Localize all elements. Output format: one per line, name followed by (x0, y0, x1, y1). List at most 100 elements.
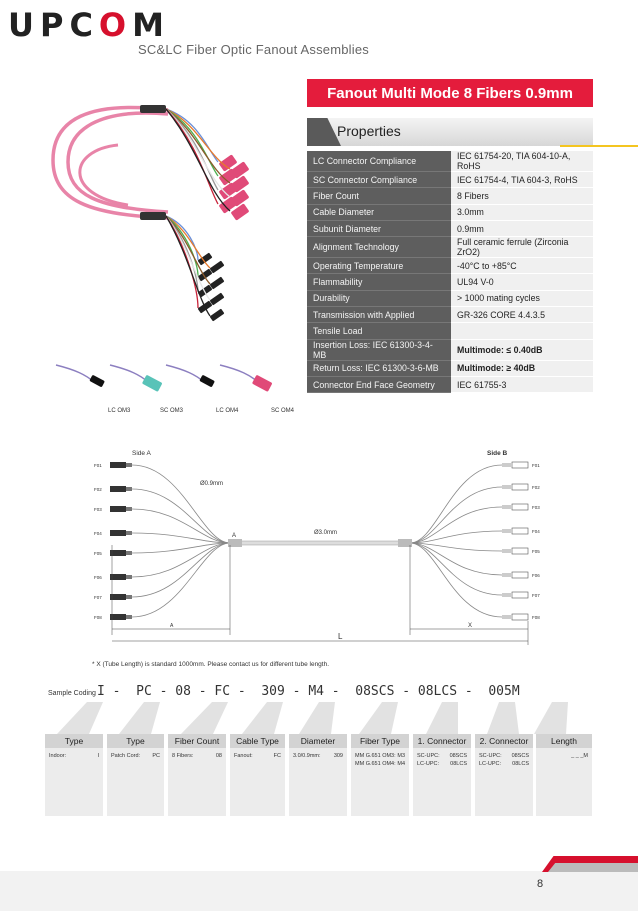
property-key: Transmission with Applied (307, 306, 451, 324)
right-fiber-line (409, 486, 503, 544)
right-connector (511, 591, 529, 599)
coding-option-code: 309 (333, 753, 343, 759)
coding-connector (534, 702, 568, 734)
coding-connector (242, 702, 283, 734)
left-fiber-line (131, 464, 231, 544)
fiber-strand (165, 215, 211, 285)
sc-connector (219, 182, 237, 200)
right-fiber-line (409, 542, 503, 552)
coding-option-code: _ _ _M (571, 753, 588, 759)
left-port-label: F05 (94, 551, 102, 556)
right-fiber-line (409, 464, 503, 544)
left-connector (110, 574, 126, 580)
sample-fiber (219, 364, 259, 383)
coding-option-row: SC-UPC: 08SCS (479, 752, 529, 760)
left-port-label: F07 (94, 595, 102, 600)
property-value (451, 322, 593, 340)
fiber-strand (165, 108, 231, 198)
property-key: Cable Diameter (307, 204, 451, 221)
right-connector (511, 503, 529, 511)
fiber-strand (165, 215, 211, 317)
coding-option-label: Patch Cord: (111, 753, 141, 759)
sample-connector (142, 375, 162, 392)
property-key: Insertion Loss: IEC 61300-3-4-MB (307, 339, 451, 361)
footer-bar (0, 871, 638, 911)
lc-connector (209, 260, 225, 274)
property-key: SC Connector Compliance (307, 171, 451, 189)
coding-connector (57, 702, 103, 734)
coding-connector (299, 702, 335, 734)
left-port-label: F01 (94, 463, 102, 468)
sample-fiber (165, 364, 205, 383)
left-fiber-line (131, 542, 231, 618)
right-breakout (398, 539, 412, 547)
right-port-label: F08 (532, 615, 540, 620)
coding-option-code: 08SCS (511, 753, 529, 759)
lc-connector (209, 276, 225, 290)
coding-group-title: Cable Type (230, 734, 285, 748)
coding-group-body: Indoor:I (45, 748, 103, 816)
coding-group-title: Type (45, 734, 103, 748)
property-key: Return Loss: IEC 61300-3-6-MB (307, 360, 451, 377)
left-fiber-line (131, 542, 231, 554)
coding-option-code: M4 (397, 761, 405, 767)
sc-connector (219, 196, 237, 214)
property-value: -40°C to +85°C (451, 257, 593, 275)
side-a-label: Side A (132, 450, 151, 457)
coding-option-label: SC-UPC: (479, 753, 502, 759)
coding-option-row: 8 Fibers:08 (172, 752, 222, 760)
coding-option-row: 3.0/0.9mm: 309 (293, 752, 343, 760)
lc-connector (209, 292, 225, 306)
property-key: Flammability (307, 273, 451, 291)
coding-connector (119, 702, 160, 734)
side-b-label: Side B (487, 450, 508, 457)
fanout-body (140, 105, 166, 113)
coding-option-row: LC-UPC:08LCS (479, 760, 529, 768)
property-value: > 1000 mating cycles (451, 290, 593, 308)
coding-group-title: Diameter (289, 734, 347, 748)
lc-connector (197, 268, 213, 282)
property-value: IEC 61754-20, TIA 604-10-A, RoHS (451, 151, 593, 172)
right-fiber-line (409, 542, 503, 576)
right-port-label: F02 (532, 485, 540, 490)
coding-option-row: Fanout:FC (234, 752, 281, 760)
coding-option-label: 3.0/0.9mm: (293, 753, 321, 759)
property-value: Multimode: ≥ 40dB (451, 360, 593, 377)
property-key: LC Connector Compliance (307, 151, 451, 172)
coding-option-label: SC-UPC: (417, 753, 440, 759)
right-port-label: F04 (532, 529, 540, 534)
property-value: 0.9mm (451, 220, 593, 238)
fiber-strand (165, 108, 231, 212)
coding-connector (181, 702, 228, 734)
right-connector (511, 613, 529, 621)
left-connector-boot (126, 575, 132, 579)
subunit-diameter-label: Ø0.9mm (200, 481, 223, 487)
coding-group-title: 1. Connector (413, 734, 471, 748)
lc-connector (197, 252, 213, 266)
sample-coding-value: I - PC - 08 - FC - 309 - M4 - 08SCS - 08… (97, 684, 520, 699)
fiber-strand (165, 108, 219, 163)
left-connector-boot (126, 595, 132, 599)
sample-fiber (109, 364, 149, 383)
left-connector-boot (126, 507, 132, 511)
coding-option-label: MM G.651 OM3: (355, 753, 396, 759)
right-connector (511, 483, 529, 491)
fiber-strand (165, 108, 231, 170)
coding-connector (359, 702, 398, 734)
right-connector (511, 571, 529, 579)
coding-option-row: SC-UPC:08SCS (417, 752, 467, 760)
left-port-label: F03 (94, 507, 102, 512)
left-connector-boot (126, 615, 132, 619)
right-port-label: F07 (532, 593, 540, 598)
coding-option-code: PC (152, 753, 160, 759)
left-connector (110, 594, 126, 600)
properties-heading-text: Properties (337, 123, 401, 139)
pink-cable-loop (78, 143, 129, 207)
property-row: Tensile Load (307, 322, 593, 340)
logo-letter: C (69, 6, 99, 44)
